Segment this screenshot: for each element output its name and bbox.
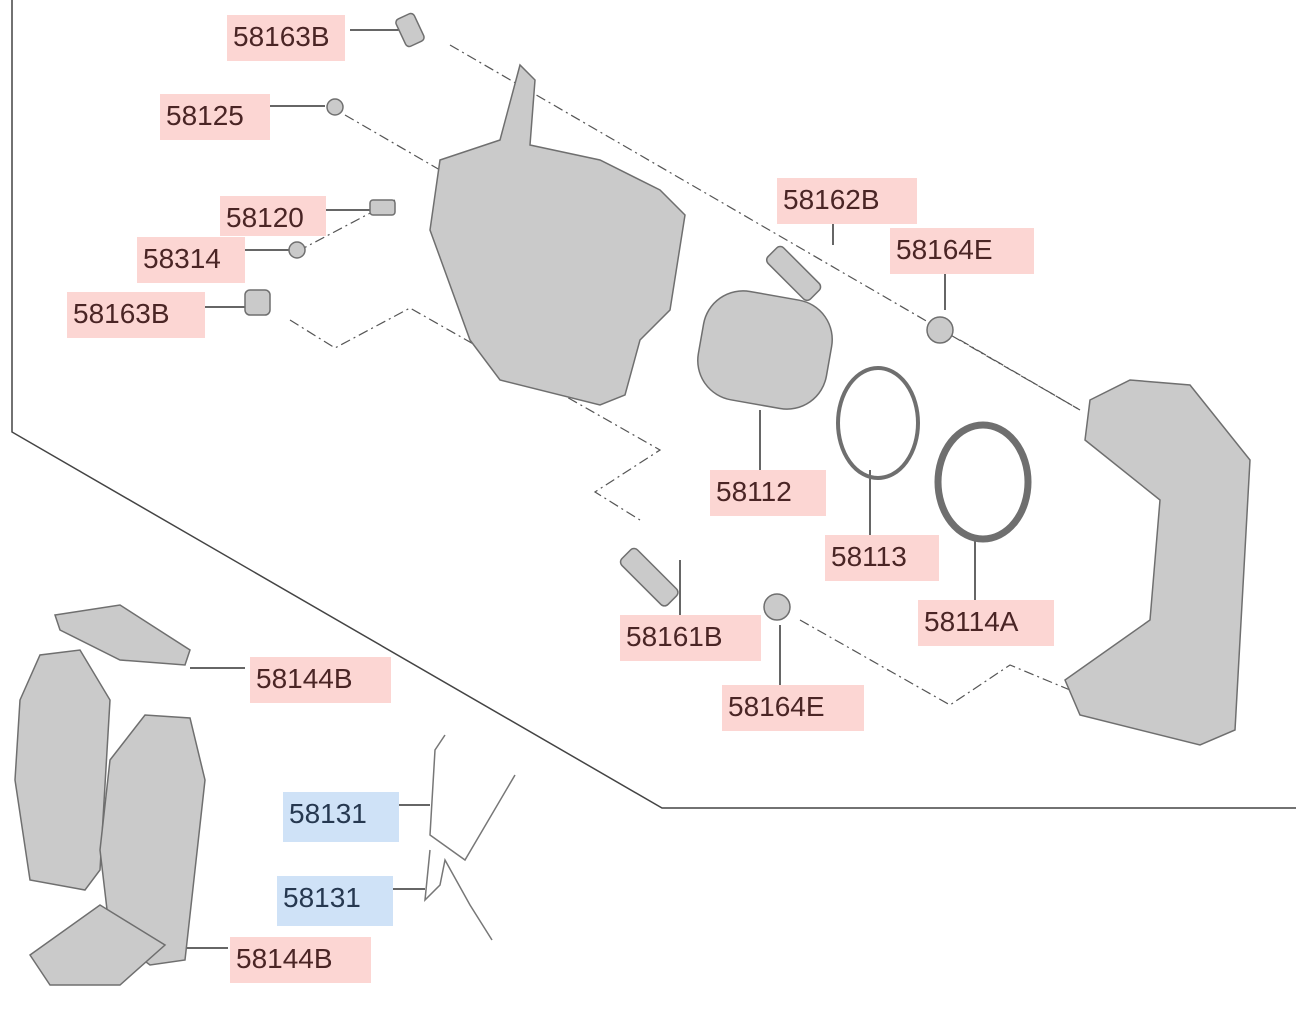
part-label-58125[interactable]: 58125 xyxy=(160,94,270,140)
wear-indicators xyxy=(424,734,516,941)
part-label-58314[interactable]: 58314 xyxy=(137,237,245,283)
part-label-58144b[interactable]: 58144B xyxy=(250,657,391,703)
part-label-58120[interactable]: 58120 xyxy=(220,196,326,236)
part-label-58164e[interactable]: 58164E xyxy=(890,228,1034,274)
part-label-58164e-lower[interactable]: 58164E xyxy=(722,685,864,731)
part-label-58131[interactable]: 58131 xyxy=(283,792,399,842)
part-label-58144b-lower[interactable]: 58144B xyxy=(230,937,371,983)
part-label-58163b[interactable]: 58163B xyxy=(227,15,345,61)
part-label-58112[interactable]: 58112 xyxy=(710,470,826,516)
part-label-58161b[interactable]: 58161B xyxy=(620,615,761,661)
parts xyxy=(14,12,1251,986)
part-label-58113[interactable]: 58113 xyxy=(825,535,939,581)
part-label-58131-lower[interactable]: 58131 xyxy=(277,876,393,926)
part-label-58114a[interactable]: 58114A xyxy=(918,600,1054,646)
part-label-58162b[interactable]: 58162B xyxy=(777,178,917,224)
part-label-58163b-lower[interactable]: 58163B xyxy=(67,292,205,338)
group-outline xyxy=(11,0,1296,809)
